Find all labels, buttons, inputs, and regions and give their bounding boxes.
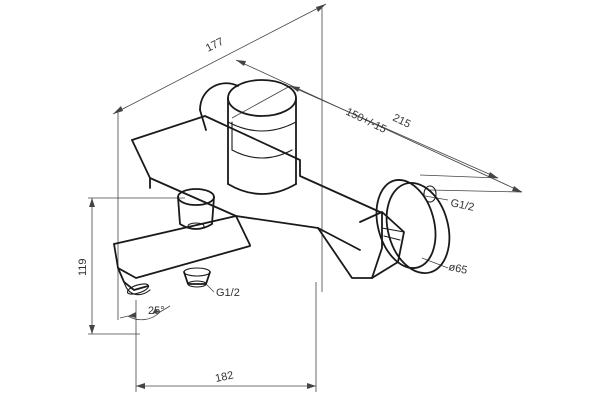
label-thread-outlet: G1/2 [449, 197, 475, 214]
label-182: 182 [214, 369, 234, 385]
dimension-150 [289, 85, 499, 179]
inlet-fitting [183, 267, 211, 288]
spout [113, 215, 251, 296]
label-150: 150+/-15 [344, 106, 389, 136]
faucet-body [131, 115, 405, 279]
dimension-215 [235, 59, 523, 193]
label-119: 119 [77, 258, 89, 276]
label-thread-inlet: G1/2 [216, 287, 240, 299]
wall-rosette [375, 179, 451, 275]
dimension-182 [136, 383, 316, 389]
dimension-119 [89, 198, 95, 334]
label-rosette-diameter: ø65 [447, 261, 468, 277]
dimension-angle [119, 305, 171, 321]
label-angle: 25° [148, 305, 165, 317]
dimension-177 [112, 3, 327, 115]
label-177: 177 [204, 36, 226, 55]
mixer-handle [199, 79, 297, 195]
diverter-knob [177, 188, 215, 230]
leader-lines [203, 195, 449, 293]
label-215: 215 [391, 112, 413, 131]
